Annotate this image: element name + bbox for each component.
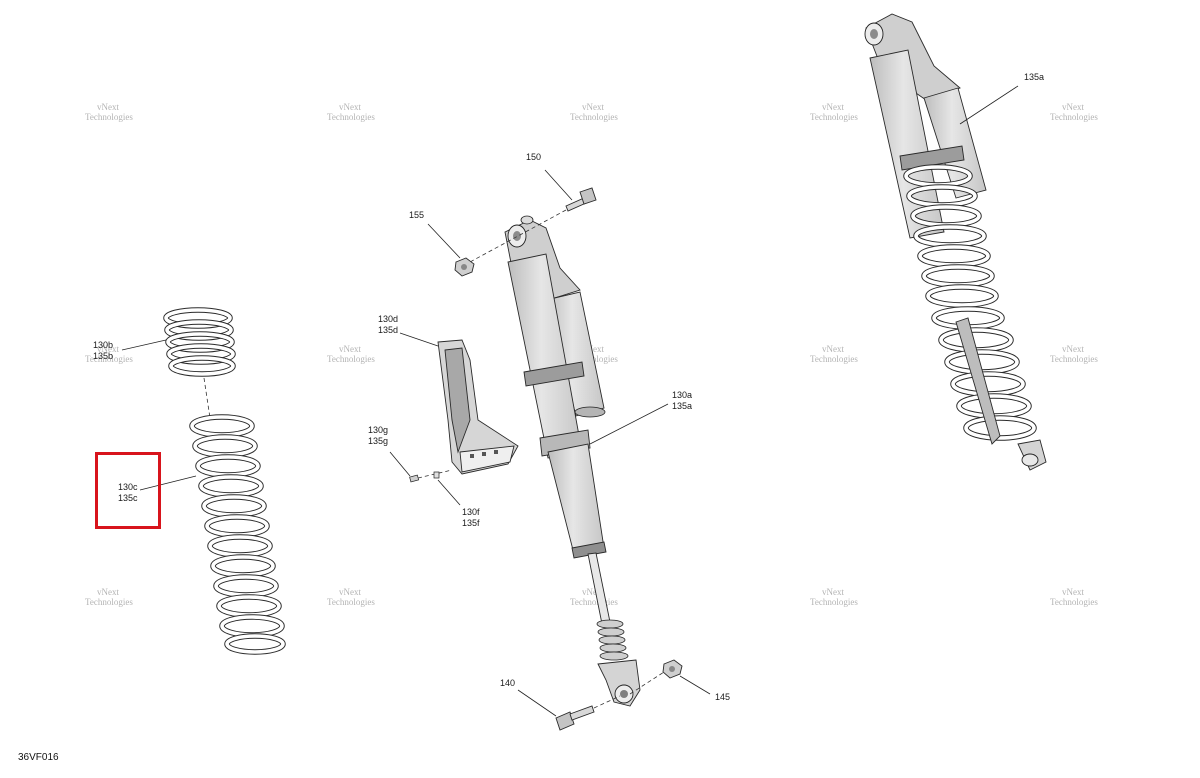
leader-130d (399, 332, 439, 347)
diagram-code: 36VF016 (18, 752, 59, 763)
part-label-140: 140 (500, 678, 515, 688)
watermark-text: vNext (1062, 587, 1084, 597)
watermark-text: Technologies (810, 112, 858, 122)
lower-spring[interactable] (189, 414, 286, 655)
watermark-text: Technologies (85, 597, 133, 607)
watermark-text: vNext (339, 344, 361, 354)
watermark-text: vNext (97, 344, 119, 354)
lower-bolt-axis-line (593, 695, 621, 709)
watermark-text: vNext (339, 587, 361, 597)
leader-130f (437, 479, 461, 506)
watermark-text: Technologies (570, 112, 618, 122)
watermark-text: vNext (97, 587, 119, 597)
watermark-text: Technologies (810, 354, 858, 364)
part-label-130b: 130b (93, 340, 113, 350)
watermark-text: vNext (582, 102, 604, 112)
watermark-text: Technologies (327, 597, 375, 607)
shock-guard[interactable] (437, 339, 519, 475)
leader-150 (544, 169, 573, 201)
watermark-text: vNext (822, 344, 844, 354)
watermark-text: vNext (339, 102, 361, 112)
leader-140 (517, 689, 557, 717)
watermark-text: Technologies (327, 354, 375, 364)
part-label-135g: 135g (368, 436, 388, 446)
part-label-155: 155 (409, 210, 424, 220)
part-label-150: 150 (526, 152, 541, 162)
part-label-130c: 130c (118, 482, 138, 492)
leader-130g (389, 451, 411, 477)
watermark-text: Technologies (810, 597, 858, 607)
part-label-130a: 130a (672, 390, 692, 400)
upper-mount-bolt[interactable] (565, 187, 597, 212)
part-label-135b: 135b (93, 351, 113, 361)
lower-mount-bolt[interactable] (555, 705, 595, 731)
watermark-text: vNext (582, 344, 604, 354)
part-label-135d: 135d (378, 325, 398, 335)
part-label-135a-assembly: 135a (1024, 72, 1044, 82)
leader-145 (679, 675, 711, 695)
watermark-text: vNext (1062, 102, 1084, 112)
guard-clip[interactable] (433, 471, 440, 479)
part-label-130d: 130d (378, 314, 398, 324)
part-label-130f: 130f (462, 507, 480, 517)
leader-135a-right (959, 85, 1019, 125)
part-label-135c: 135c (118, 493, 138, 503)
highlight-box-130c (95, 452, 161, 529)
watermark-text: Technologies (327, 112, 375, 122)
watermark-text: vNext (582, 587, 604, 597)
watermark-text: Technologies (1050, 112, 1098, 122)
upper-spring[interactable] (163, 307, 236, 377)
watermark-text: Technologies (85, 112, 133, 122)
watermark-text: vNext (822, 102, 844, 112)
spring-axis-line (203, 377, 211, 419)
watermark-text: vNext (822, 587, 844, 597)
part-label-145: 145 (715, 692, 730, 702)
upper-mount-nut[interactable] (454, 257, 475, 277)
part-label-130g: 130g (368, 425, 388, 435)
guard-screw[interactable] (409, 474, 420, 483)
leader-155 (427, 223, 461, 259)
watermark-text: Technologies (85, 354, 133, 364)
watermark-text: Technologies (1050, 354, 1098, 364)
leader-130c (139, 475, 197, 491)
watermark-text: vNext (97, 102, 119, 112)
watermark-text: vNext (1062, 344, 1084, 354)
watermark-text: Technologies (570, 597, 618, 607)
watermark-text: Technologies (1050, 597, 1098, 607)
leader-130b (121, 339, 167, 351)
lower-mount-nut[interactable] (662, 659, 683, 679)
assembled-shock-absorber[interactable] (864, 13, 1047, 471)
middle-shock-absorber[interactable] (504, 215, 641, 707)
part-label-135f: 135f (462, 518, 480, 528)
leader-130a (589, 403, 669, 445)
part-label-135a: 135a (672, 401, 692, 411)
